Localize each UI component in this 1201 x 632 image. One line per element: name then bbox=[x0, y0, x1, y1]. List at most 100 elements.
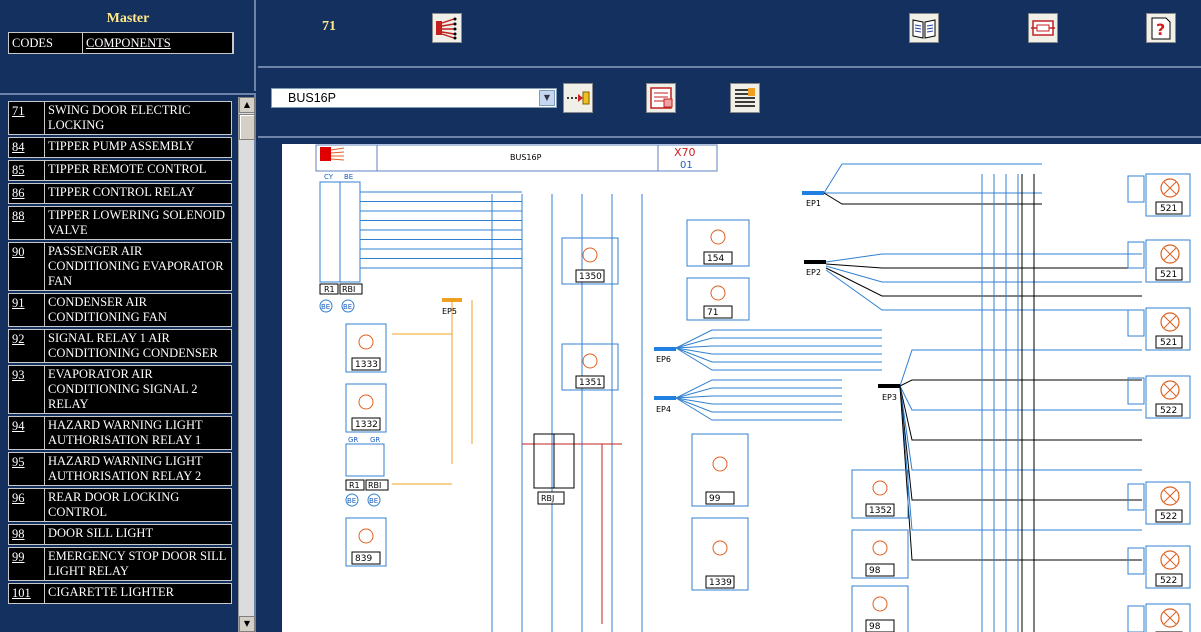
splice-ep6 bbox=[654, 347, 676, 351]
scroll-thumb[interactable] bbox=[239, 114, 255, 140]
splice-label: EP1 bbox=[806, 199, 821, 208]
component-tag bbox=[705, 575, 735, 589]
component-name: DOOR SILL LIGHT bbox=[48, 526, 154, 540]
component-tag bbox=[1155, 267, 1183, 281]
help-icon[interactable]: ? bbox=[1146, 13, 1176, 43]
component-number: 1351 bbox=[579, 378, 602, 388]
connector-block bbox=[345, 443, 385, 477]
wire bbox=[899, 385, 1142, 561]
lamp-connector bbox=[1127, 547, 1145, 575]
ground-mark bbox=[341, 299, 355, 313]
component-name: CONDENSER AIR CONDITIONING FAN bbox=[48, 295, 167, 324]
component-code-link[interactable]: 94 bbox=[9, 417, 45, 449]
goto-arrow-icon[interactable] bbox=[563, 83, 593, 113]
connector-pin-header: GR bbox=[348, 436, 358, 444]
component-tag bbox=[575, 269, 605, 283]
component-tag bbox=[351, 551, 381, 565]
component-symbol bbox=[712, 540, 728, 556]
wire bbox=[825, 263, 1142, 269]
component-code-link[interactable]: 91 bbox=[9, 294, 45, 326]
app-title: Master bbox=[106, 11, 150, 26]
main-toolbar: 71 bbox=[258, 0, 1201, 68]
component-name: SIGNAL RELAY 1 AIR CONDITIONING CONDENSE… bbox=[48, 331, 218, 360]
ground-mark bbox=[367, 493, 381, 507]
ground-label: BE bbox=[347, 497, 356, 505]
component-code-link[interactable]: 71 bbox=[9, 102, 45, 134]
header-bus-label: BUS16P bbox=[510, 153, 542, 162]
component-code-link[interactable]: 86 bbox=[9, 184, 45, 203]
scroll-up-icon[interactable]: ▲ bbox=[239, 97, 255, 113]
component-code-link[interactable]: 96 bbox=[9, 489, 45, 521]
header-connector-pins bbox=[330, 147, 345, 161]
connector-icon[interactable] bbox=[432, 13, 462, 43]
component-list-scrollbar[interactable]: ▲ ▼ bbox=[238, 97, 255, 632]
component-symbol bbox=[582, 247, 598, 263]
component-name: PASSENGER AIR CONDITIONING EVAPORATOR FA… bbox=[48, 244, 224, 288]
chevron-down-icon[interactable]: ▼ bbox=[539, 90, 555, 106]
component-symbol bbox=[358, 528, 374, 544]
wire bbox=[675, 329, 882, 349]
wire bbox=[899, 385, 1142, 501]
component-tag bbox=[705, 491, 735, 505]
component-code-link[interactable]: 88 bbox=[9, 207, 45, 239]
tab-components[interactable]: COMPONENTS bbox=[83, 33, 233, 53]
component-code-link[interactable]: 85 bbox=[9, 161, 45, 180]
connector-view-icon[interactable] bbox=[646, 83, 676, 113]
ground-mark bbox=[319, 299, 333, 313]
connector-tag bbox=[319, 283, 339, 295]
wire bbox=[899, 385, 1142, 471]
book-icon[interactable] bbox=[909, 13, 939, 43]
fuse-icon[interactable] bbox=[1028, 13, 1058, 43]
wire bbox=[675, 347, 882, 371]
component-code-link[interactable]: 84 bbox=[9, 138, 45, 157]
component-code-link[interactable]: 98 bbox=[9, 525, 45, 544]
splice-label: EP2 bbox=[806, 268, 821, 277]
component-code-link[interactable]: 93 bbox=[9, 366, 45, 413]
component-name: SWING DOOR ELECTRIC LOCKING bbox=[48, 103, 191, 132]
book-icon-graphic bbox=[912, 19, 936, 39]
wire bbox=[675, 347, 882, 363]
scroll-down-icon[interactable]: ▼ bbox=[239, 616, 255, 632]
lamp-icon-cross bbox=[1163, 553, 1177, 567]
wire bbox=[899, 385, 1142, 441]
component-code-link[interactable]: 90 bbox=[9, 243, 45, 290]
component-symbol bbox=[710, 229, 726, 245]
tab-codes[interactable]: CODES bbox=[9, 33, 83, 53]
lamp-connector bbox=[1127, 241, 1145, 269]
component-code-link[interactable]: 95 bbox=[9, 453, 45, 485]
rbj-connector bbox=[533, 433, 575, 489]
component-number: 98 bbox=[869, 566, 881, 576]
component-number: 71 bbox=[707, 308, 718, 318]
svg-text:?: ? bbox=[1156, 20, 1165, 39]
component-number: 522 bbox=[1160, 406, 1177, 416]
connector-select[interactable]: BUS16P ▼ bbox=[271, 88, 557, 108]
component-name: REAR DOOR LOCKING CONTROL bbox=[48, 490, 180, 519]
component-code-link[interactable]: 99 bbox=[9, 548, 45, 580]
component-symbol bbox=[358, 334, 374, 350]
lamp-icon-cross bbox=[1163, 247, 1177, 261]
splice-label: EP3 bbox=[882, 393, 897, 402]
lamp-connector bbox=[1127, 309, 1145, 337]
component-tag bbox=[865, 503, 895, 517]
splice-label: EP4 bbox=[656, 405, 671, 414]
component-code-link[interactable]: 92 bbox=[9, 330, 45, 362]
list-view-icon[interactable] bbox=[730, 83, 760, 113]
component-code-link[interactable]: 101 bbox=[9, 584, 45, 603]
